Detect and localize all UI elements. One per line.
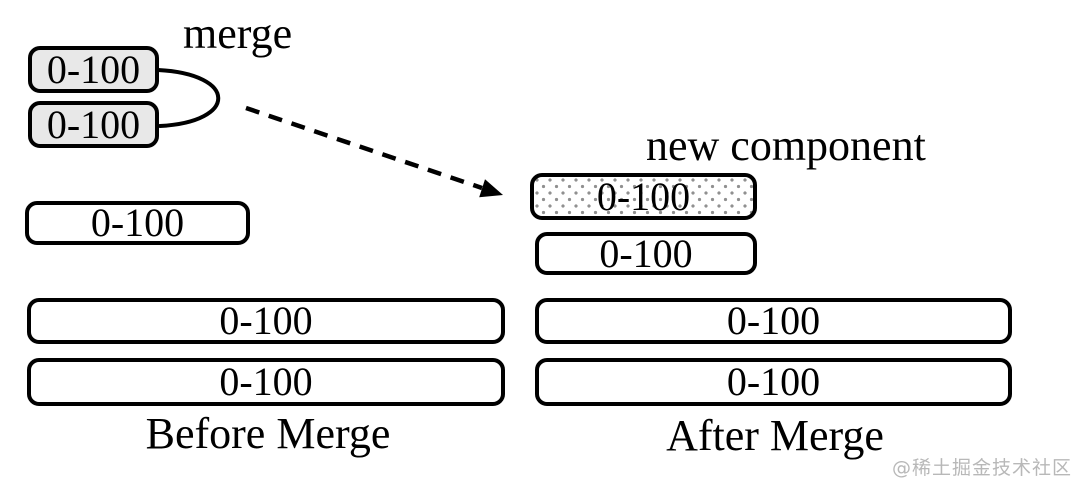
- new-component-box: 0-100: [530, 173, 757, 220]
- new-component-range: 0-100: [596, 173, 691, 219]
- before-bottom-component-1-range: 0-100: [219, 298, 313, 343]
- merge-pair-arc: [156, 68, 221, 128]
- after-bottom-component-2-box: 0-100: [535, 358, 1012, 406]
- merging-component-1-range: 0-100: [46, 46, 141, 92]
- before-middle-component-box: 0-100: [25, 201, 250, 245]
- merge-dashed-arrow: [245, 105, 483, 191]
- watermark: @稀土掘金技术社区: [891, 457, 1072, 479]
- before-bottom-component-2-range: 0-100: [219, 359, 313, 404]
- before-bottom-component-2-box: 0-100: [27, 358, 505, 406]
- before-merge-caption: Before Merge: [145, 409, 391, 458]
- after-middle-component-range: 0-100: [599, 230, 693, 276]
- arrow-head-icon: [479, 179, 503, 198]
- before-middle-component-range: 0-100: [90, 200, 185, 245]
- after-bottom-component-1-range: 0-100: [726, 298, 821, 343]
- merging-component-1-box: 0-100: [28, 46, 159, 93]
- after-bottom-component-2-range: 0-100: [726, 359, 821, 404]
- merging-component-2-box: 0-100: [28, 101, 159, 148]
- merge-label: merge: [183, 9, 293, 58]
- merging-component-2-range: 0-100: [46, 101, 141, 147]
- after-bottom-component-1-box: 0-100: [535, 298, 1012, 344]
- after-merge-caption: After Merge: [666, 411, 884, 460]
- before-bottom-component-1-box: 0-100: [27, 298, 505, 344]
- new-component-label: new component: [646, 121, 926, 170]
- after-middle-component-box: 0-100: [535, 232, 757, 275]
